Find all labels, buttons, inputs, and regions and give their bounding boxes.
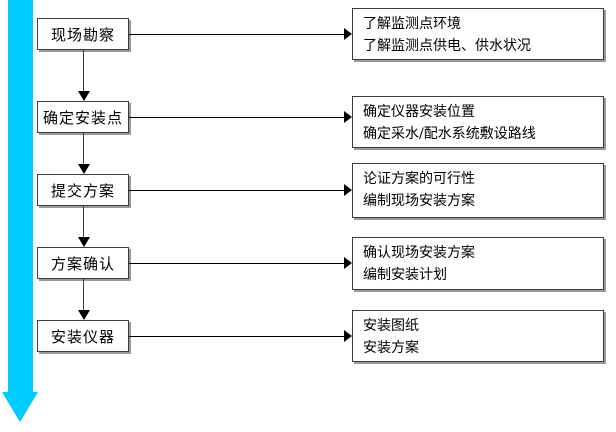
detail-line: 安装图纸 — [363, 318, 419, 334]
arrowhead-down-icon — [77, 237, 90, 247]
connector-line — [129, 335, 344, 337]
flow-step-box: 安装仪器 — [37, 320, 129, 352]
down-arrow-connector — [77, 133, 90, 174]
connector-line — [82, 50, 85, 91]
right-arrow-connector — [129, 257, 352, 269]
flow-step-label: 现场勘察 — [50, 25, 115, 44]
detail-line: 确定采水/配水系统敷设路线 — [363, 126, 536, 142]
arrowhead-right-icon — [344, 330, 352, 342]
detail-box: 安装图纸 安装方案 — [352, 310, 604, 362]
arrowhead-right-icon — [344, 184, 352, 196]
connector-line — [129, 33, 344, 35]
flow-step-label: 方案确认 — [50, 254, 115, 273]
detail-box: 了解监测点环境 了解监测点供电、供水状况 — [352, 8, 604, 60]
flow-step-box: 提交方案 — [37, 174, 129, 206]
down-arrow-connector — [77, 50, 90, 101]
detail-line: 了解监测点环境 — [363, 16, 461, 32]
arrowhead-down-icon — [77, 91, 90, 101]
detail-line: 了解监测点供电、供水状况 — [363, 38, 531, 54]
arrowhead-right-icon — [344, 257, 352, 269]
flow-step-box: 确定安装点 — [37, 101, 129, 133]
flow-step-box: 方案确认 — [37, 247, 129, 279]
detail-line: 确定仪器安装位置 — [363, 104, 475, 120]
flow-step-label: 提交方案 — [50, 181, 115, 200]
connector-line — [129, 262, 344, 264]
flow-step-box: 现场勘察 — [37, 18, 129, 50]
detail-line: 论证方案的可行性 — [363, 171, 475, 187]
connector-line — [82, 279, 85, 310]
detail-box: 论证方案的可行性 编制现场安装方案 — [352, 163, 604, 218]
flow-step-label: 确定安装点 — [42, 108, 123, 127]
process-direction-arrow-head-icon — [2, 392, 38, 422]
connector-line — [129, 116, 344, 118]
right-arrow-connector — [129, 184, 352, 196]
detail-line: 编制现场安装方案 — [363, 193, 475, 209]
right-arrow-connector — [129, 28, 352, 40]
connector-line — [82, 133, 85, 164]
detail-box: 确认现场安装方案 编制安装计划 — [352, 237, 604, 290]
arrowhead-down-icon — [77, 164, 90, 174]
detail-line: 安装方案 — [363, 340, 419, 356]
arrowhead-right-icon — [344, 111, 352, 123]
right-arrow-connector — [129, 330, 352, 342]
flow-step-label: 安装仪器 — [50, 327, 115, 346]
right-arrow-connector — [129, 111, 352, 123]
detail-box: 确定仪器安装位置 确定采水/配水系统敷设路线 — [352, 96, 604, 148]
down-arrow-connector — [77, 279, 90, 320]
arrowhead-down-icon — [77, 310, 90, 320]
connector-line — [129, 189, 344, 191]
detail-line: 编制安装计划 — [363, 267, 447, 283]
detail-line: 确认现场安装方案 — [363, 245, 475, 261]
down-arrow-connector — [77, 206, 90, 247]
connector-line — [82, 206, 85, 237]
process-direction-arrow-shaft — [8, 0, 33, 392]
arrowhead-right-icon — [344, 28, 352, 40]
